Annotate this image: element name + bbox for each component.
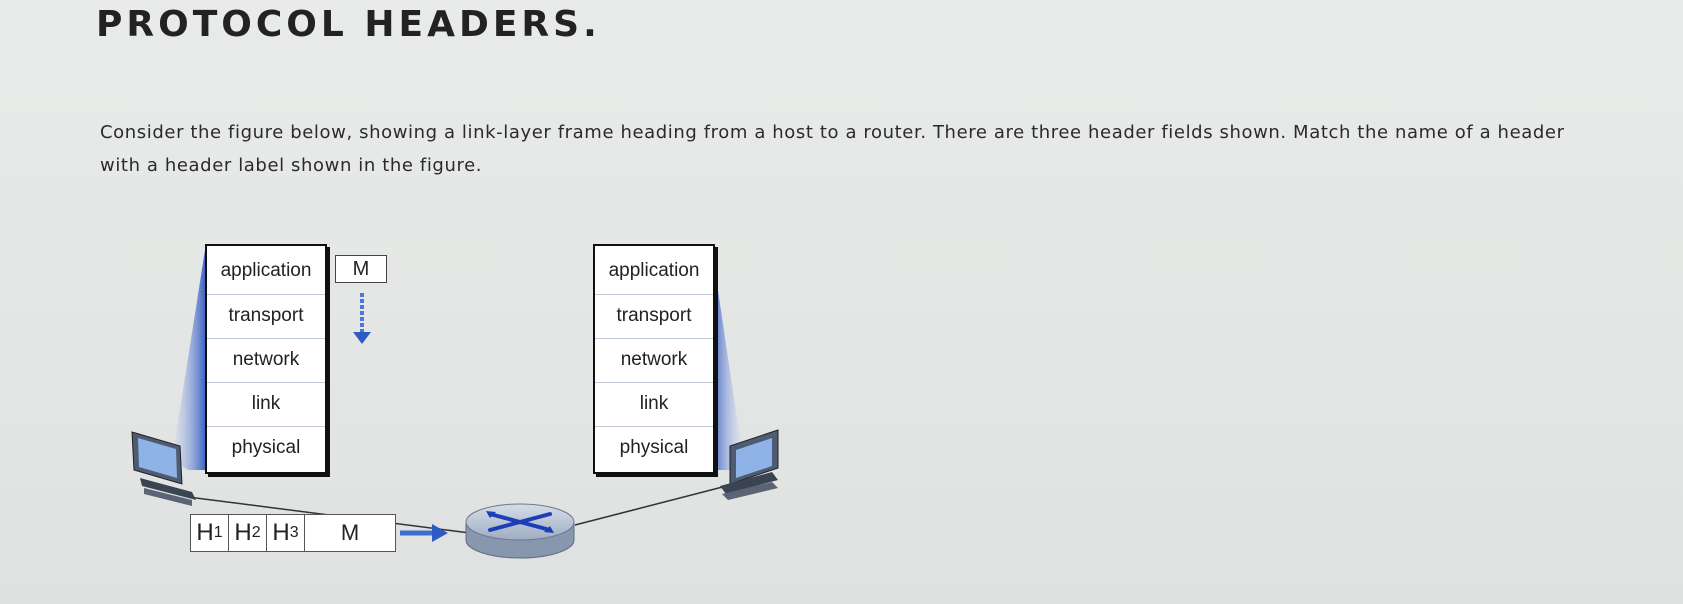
application-message: M bbox=[335, 255, 387, 283]
right-layer-application: application bbox=[608, 260, 700, 281]
left-layer-application: application bbox=[220, 260, 312, 281]
right-layer-transport: transport bbox=[595, 294, 713, 336]
right-layer-link: link bbox=[595, 382, 713, 424]
left-layer-network: network bbox=[207, 338, 325, 380]
frame-payload: M bbox=[340, 520, 360, 545]
router-icon bbox=[465, 503, 575, 559]
right-arrow-icon bbox=[400, 524, 448, 542]
down-arrow-icon bbox=[353, 293, 371, 344]
right-stack-glow bbox=[712, 250, 742, 470]
page-title: PROTOCOL HEADERS. bbox=[96, 4, 601, 45]
right-layer-physical: physical bbox=[595, 426, 713, 468]
left-protocol-stack: application transport network link physi… bbox=[205, 244, 327, 474]
right-protocol-stack: application transport network link physi… bbox=[593, 244, 715, 474]
left-layer-transport: transport bbox=[207, 294, 325, 336]
left-stack-glow bbox=[172, 250, 205, 470]
left-layer-physical: physical bbox=[207, 426, 325, 468]
left-layer-link: link bbox=[207, 382, 325, 424]
right-host-computer-icon bbox=[720, 429, 779, 500]
right-layer-network: network bbox=[595, 338, 713, 380]
router-host-link bbox=[574, 481, 743, 526]
left-host-computer-icon bbox=[131, 431, 196, 506]
question-text: Consider the figure below, showing a lin… bbox=[100, 122, 1565, 176]
